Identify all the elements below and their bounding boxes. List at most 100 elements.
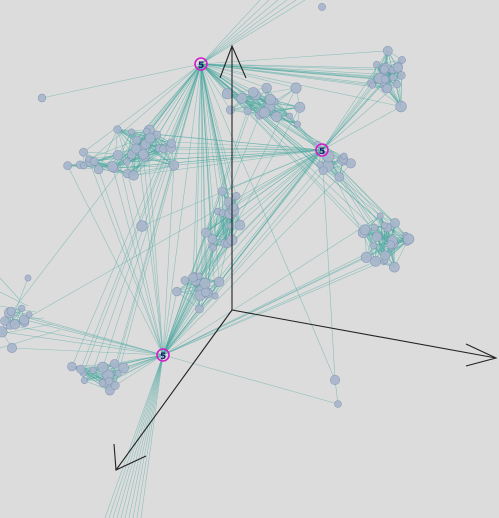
network-node[interactable]: [207, 234, 218, 244]
network-node[interactable]: [0, 316, 10, 326]
network-node[interactable]: [370, 223, 379, 232]
network-node[interactable]: [380, 221, 388, 229]
network-node[interactable]: [403, 233, 415, 245]
network-node[interactable]: [271, 111, 282, 122]
network-node[interactable]: [243, 107, 252, 116]
network-node[interactable]: [132, 135, 141, 145]
network-node[interactable]: [172, 286, 182, 297]
hub-node-top[interactable]: 5: [194, 57, 208, 71]
network-node[interactable]: [0, 326, 8, 338]
network-node[interactable]: [318, 3, 326, 11]
network-node[interactable]: [166, 138, 176, 148]
network-node[interactable]: [392, 62, 404, 73]
network-node[interactable]: [89, 157, 99, 166]
network-node[interactable]: [201, 287, 211, 298]
network-node[interactable]: [214, 276, 225, 288]
network-node[interactable]: [19, 314, 30, 325]
network-node[interactable]: [211, 292, 219, 300]
network-node[interactable]: [144, 132, 156, 144]
network-node[interactable]: [373, 60, 381, 69]
network-node[interactable]: [221, 88, 233, 100]
network-node[interactable]: [316, 161, 324, 169]
network-node[interactable]: [143, 127, 151, 135]
network-node[interactable]: [128, 170, 139, 181]
network-node[interactable]: [329, 374, 340, 385]
network-node[interactable]: [382, 45, 393, 56]
network-node[interactable]: [232, 192, 241, 201]
network-node[interactable]: [370, 255, 381, 267]
network-node[interactable]: [168, 160, 180, 171]
hub-node-right[interactable]: 5: [315, 143, 329, 157]
network-node[interactable]: [359, 224, 371, 236]
network-node[interactable]: [392, 80, 401, 89]
network-node[interactable]: [194, 304, 204, 314]
network-node[interactable]: [67, 361, 77, 372]
network-node[interactable]: [389, 261, 400, 273]
network-node[interactable]: [234, 219, 246, 231]
network-node[interactable]: [379, 64, 389, 74]
network-node[interactable]: [136, 220, 148, 232]
network-node[interactable]: [18, 304, 26, 313]
network-node[interactable]: [79, 147, 88, 157]
network-node[interactable]: [226, 222, 234, 230]
network-node[interactable]: [63, 161, 73, 171]
network-node[interactable]: [229, 202, 238, 212]
network-node[interactable]: [80, 376, 88, 384]
network-node[interactable]: [104, 377, 114, 386]
network-node[interactable]: [138, 149, 149, 160]
network-node[interactable]: [286, 112, 293, 120]
network-node[interactable]: [97, 361, 109, 373]
network-node[interactable]: [113, 125, 122, 134]
network-node[interactable]: [390, 218, 400, 228]
network-node[interactable]: [76, 364, 86, 374]
network-node[interactable]: [209, 243, 217, 252]
hub-node-lower-left[interactable]: 5: [156, 348, 170, 362]
network-node[interactable]: [112, 150, 124, 161]
network-node[interactable]: [123, 158, 131, 166]
network-node[interactable]: [259, 106, 271, 119]
network-node[interactable]: [188, 272, 198, 283]
network-node[interactable]: [128, 128, 135, 136]
network-node[interactable]: [180, 276, 190, 285]
network-node[interactable]: [248, 87, 259, 98]
network-node[interactable]: [261, 82, 272, 94]
network-node[interactable]: [37, 93, 47, 103]
network-node[interactable]: [376, 212, 384, 220]
network-node[interactable]: [93, 164, 104, 175]
network-node[interactable]: [199, 277, 211, 289]
network-node[interactable]: [334, 400, 342, 408]
network-node[interactable]: [397, 71, 406, 80]
network-node[interactable]: [109, 359, 120, 369]
network-node[interactable]: [389, 73, 397, 82]
network-node[interactable]: [290, 82, 302, 94]
network-node[interactable]: [398, 56, 406, 64]
network-node[interactable]: [200, 227, 211, 238]
network-node[interactable]: [225, 105, 235, 115]
network-node[interactable]: [89, 366, 97, 374]
network-node[interactable]: [340, 152, 348, 160]
network-node[interactable]: [382, 83, 393, 94]
network-node[interactable]: [25, 311, 33, 318]
network-node[interactable]: [380, 75, 390, 84]
network-node[interactable]: [114, 369, 122, 377]
network-node[interactable]: [118, 362, 129, 374]
network-node[interactable]: [395, 100, 407, 113]
network-node[interactable]: [9, 319, 20, 330]
network-node[interactable]: [110, 380, 120, 390]
network-node[interactable]: [345, 158, 356, 169]
network-node[interactable]: [7, 342, 17, 353]
network-node[interactable]: [370, 242, 378, 250]
network-node[interactable]: [371, 231, 383, 242]
network-node[interactable]: [6, 306, 16, 316]
network-node[interactable]: [107, 161, 118, 172]
network-node[interactable]: [360, 251, 373, 263]
network-node[interactable]: [334, 172, 345, 182]
network-node[interactable]: [294, 101, 306, 113]
network-node[interactable]: [264, 93, 276, 106]
network-node[interactable]: [293, 120, 301, 128]
network-node[interactable]: [236, 92, 248, 104]
network-node[interactable]: [368, 81, 376, 89]
network-node[interactable]: [24, 274, 32, 282]
network-node[interactable]: [217, 186, 227, 196]
